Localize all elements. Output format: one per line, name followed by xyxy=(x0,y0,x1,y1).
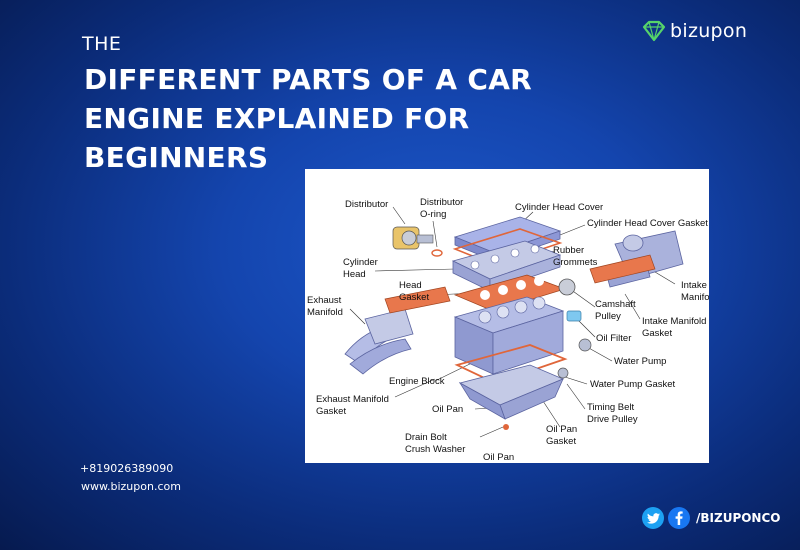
intake-gasket-part xyxy=(589,254,656,284)
facebook-icon[interactable] xyxy=(668,507,690,529)
title-line-1: DIFFERENT PARTS OF A CAR xyxy=(84,63,533,96)
label-oil-pan-gasket-1: Oil Pan xyxy=(546,424,577,435)
exhaust-gasket-part xyxy=(384,286,451,314)
brand-name: bizupon xyxy=(670,20,748,42)
page-title: DIFFERENT PARTS OF A CAR ENGINE EXPLAINE… xyxy=(84,60,604,177)
label-water-pump-gasket: Water Pump Gasket xyxy=(590,379,676,390)
brand-logo[interactable]: bizupon xyxy=(641,20,747,42)
label-camshaft-pulley-1: Camshaft xyxy=(595,299,636,310)
timing-belt-pulley-part xyxy=(557,367,569,379)
distributor-part xyxy=(392,226,434,250)
label-cylinder-head-2: Head xyxy=(343,269,366,280)
label-oil-pan: Oil Pan xyxy=(432,404,463,415)
label-rubber-grommets-2: Grommets xyxy=(553,257,598,268)
oil-pan-part xyxy=(458,364,565,420)
social-links: /BIZUPONCO xyxy=(642,507,781,529)
label-intake-manifold-2: Manifold xyxy=(681,292,709,303)
label-intake-manifold-gasket-2: Gasket xyxy=(642,328,672,339)
title-line-2: ENGINE EXPLAINED FOR xyxy=(84,102,470,135)
label-oil-pan-gasket-2: Gasket xyxy=(546,436,576,447)
pre-title: THE xyxy=(82,33,122,55)
label-intake-manifold-gasket-1: Intake Manifold xyxy=(642,316,706,327)
label-oil-pan-bottom: Oil Pan xyxy=(483,452,514,463)
social-handle[interactable]: /BIZUPONCO xyxy=(696,511,781,525)
label-exhaust-manifold-2: Manifold xyxy=(307,307,343,318)
label-distributor-oring-2: O-ring xyxy=(420,209,446,220)
drain-bolt-part xyxy=(503,424,509,430)
website-link[interactable]: www.bizupon.com xyxy=(81,480,181,493)
label-intake-manifold-1: Intake xyxy=(681,280,707,291)
label-cylinder-head-cover: Cylinder Head Cover xyxy=(515,202,603,213)
label-cylinder-head-1: Cylinder xyxy=(343,257,378,268)
water-pump-part xyxy=(578,338,592,352)
engine-parts-illustration: Distributor Distributor O-ring Cylinder … xyxy=(307,197,709,463)
camshaft-pulley-part xyxy=(558,278,576,296)
label-timing-belt-2: Drive Pulley xyxy=(587,414,638,425)
twitter-icon[interactable] xyxy=(642,507,664,529)
label-oil-filter: Oil Filter xyxy=(596,333,631,344)
label-water-pump: Water Pump xyxy=(614,356,666,367)
label-drain-bolt-1: Drain Bolt xyxy=(405,432,447,443)
exhaust-manifold-part xyxy=(344,308,414,375)
title-line-3: BEGINNERS xyxy=(84,141,269,174)
label-exhaust-manifold-1: Exhaust xyxy=(307,295,342,306)
label-distributor: Distributor xyxy=(345,199,388,210)
diamond-logo-icon xyxy=(642,20,666,42)
label-cylinder-head-cover-gasket: Cylinder Head Cover Gasket xyxy=(587,218,708,229)
label-rubber-grommets-1: Rubber xyxy=(553,245,584,256)
label-timing-belt-1: Timing Belt xyxy=(587,402,635,413)
label-distributor-oring-1: Distributor xyxy=(420,197,463,208)
label-head-gasket-1: Head xyxy=(399,280,422,291)
label-head-gasket-2: Gasket xyxy=(399,292,429,303)
oring-part xyxy=(431,249,443,257)
label-exhaust-manifold-gasket-1: Exhaust Manifold xyxy=(316,394,389,405)
engine-block-part xyxy=(453,296,565,375)
engine-diagram: Distributor Distributor O-ring Cylinder … xyxy=(305,169,709,463)
part-labels: Distributor Distributor O-ring Cylinder … xyxy=(307,197,709,463)
phone-number[interactable]: +819026389090 xyxy=(80,462,174,475)
label-camshaft-pulley-2: Pulley xyxy=(595,311,621,322)
label-drain-bolt-2: Crush Washer xyxy=(405,444,465,455)
oil-filter-part xyxy=(566,310,582,322)
label-engine-block: Engine Block xyxy=(389,376,445,387)
label-exhaust-manifold-gasket-2: Gasket xyxy=(316,406,346,417)
